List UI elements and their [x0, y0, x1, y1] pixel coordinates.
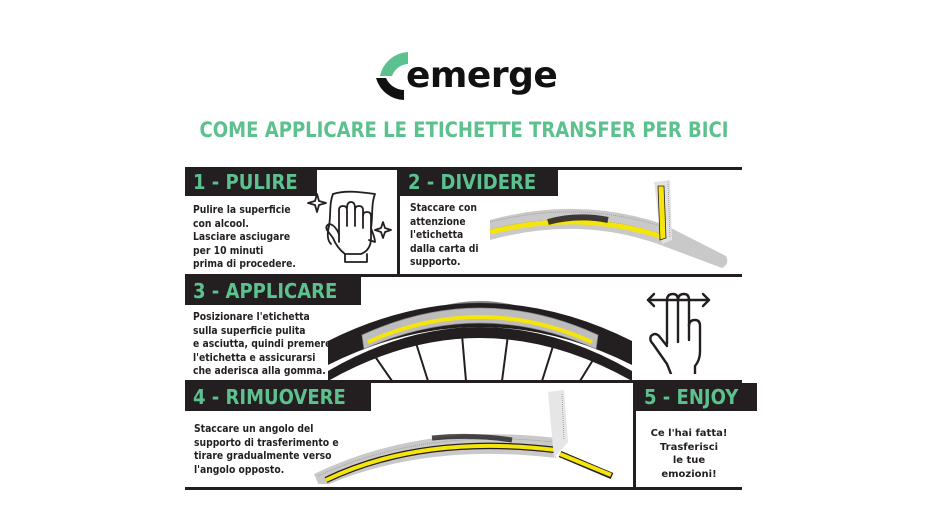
- step5-line: emozioni!: [661, 468, 717, 480]
- divider-row1-row2: [185, 274, 742, 277]
- step1-line: per 10 minuti: [193, 244, 264, 257]
- divider-step1-step2: [397, 167, 400, 276]
- step2-header: 2 - DIVIDERE: [400, 168, 559, 196]
- step5-label: 5 - ENJOY: [644, 385, 739, 409]
- step4-label: 4 - RIMUOVERE: [193, 385, 346, 409]
- step3-line: sulla superficie pulita: [193, 324, 306, 337]
- step2-line: supporto.: [410, 256, 461, 269]
- sticker-remove-transfer-illustration: [314, 390, 614, 484]
- wheel-with-sticker-illustration: [328, 301, 632, 381]
- emerge-logo: emerge: [374, 52, 564, 102]
- step3-text: Posizionare l'etichetta sulla superficie…: [193, 311, 331, 379]
- step4-header: 4 - RIMUOVERE: [185, 383, 371, 411]
- step4-text: Staccare un angolo del supporto di trasf…: [194, 423, 339, 477]
- step5-text: Ce l'hai fatta! Trasferisci le tue emozi…: [636, 427, 742, 481]
- step2-line: dalla carta di: [410, 242, 479, 255]
- step2-label: 2 - DIVIDERE: [408, 170, 537, 194]
- step4-line: Staccare un angolo del: [194, 423, 314, 435]
- step1-line: prima di procedere.: [193, 258, 296, 271]
- step1-line: con alcool.: [193, 217, 249, 230]
- divider-step4-step5: [633, 380, 636, 488]
- step1-line: Pulire la superficie: [193, 204, 291, 216]
- step3-line: Posizionare l'etichetta: [193, 311, 310, 323]
- step3-header: 3 - APPLICARE: [185, 277, 362, 305]
- step3-line: che aderisca alla gomma.: [193, 365, 326, 378]
- step1-line: Lasciare asciugare: [193, 231, 291, 244]
- step1-header: 1 - PULIRE: [185, 168, 318, 196]
- step2-line: l'etichetta: [410, 229, 464, 242]
- step4-line: supporto di trasferimento e: [194, 436, 339, 449]
- divider-row2-row3: [185, 380, 742, 383]
- step3-line: e asciutta, quindi premere: [193, 338, 332, 351]
- page-title: COME APPLICARE LE ETICHETTE TRANSFER PER…: [199, 118, 729, 142]
- step5-line: le tue: [672, 455, 706, 467]
- step1-text: Pulire la superficie con alcool. Lasciar…: [193, 204, 296, 272]
- step3-line: l'etichetta e assicurarsi: [193, 351, 316, 364]
- step2-line: attenzione: [410, 215, 466, 228]
- step2-line: Staccare con: [410, 202, 477, 214]
- sticker-peel-backing-illustration: [489, 180, 728, 268]
- step5-header: 5 - ENJOY: [636, 383, 757, 411]
- step2-text: Staccare con attenzione l'etichetta dall…: [410, 202, 479, 270]
- step3-label: 3 - APPLICARE: [193, 279, 338, 303]
- step4-line: l'angolo opposto.: [194, 463, 285, 476]
- step4-line: tirare gradualmente verso: [194, 450, 332, 463]
- step5-line: Trasferisci: [659, 441, 719, 453]
- step1-label: 1 - PULIRE: [193, 170, 298, 194]
- two-finger-swipe-icon: [646, 292, 711, 374]
- step5-line: Ce l'hai fatta!: [650, 428, 728, 439]
- logo-mark-icon: [376, 52, 408, 100]
- cleaning-hand-cloth-icon: [307, 190, 392, 263]
- logo-wordmark: emerge: [406, 55, 558, 96]
- divider-bottom: [185, 487, 742, 490]
